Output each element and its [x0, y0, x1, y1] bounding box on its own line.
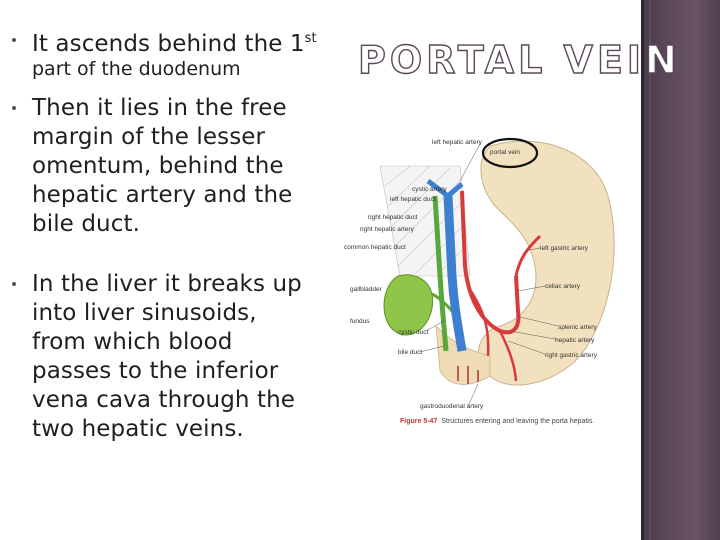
- bullet-text-line: vena cava through the: [32, 387, 296, 413]
- bullet-text: Then it lies in the free margin of the l…: [32, 94, 292, 239]
- label-gastroduodenal-artery: gastroduodenal artery: [420, 403, 484, 410]
- portal-vein-vessel: [443, 195, 467, 352]
- label-right-hepatic-artery: right hepatic artery: [360, 226, 415, 233]
- label-cystic-duct: cystic duct: [398, 329, 429, 336]
- bullet-text-line: omentum, behind the: [32, 153, 284, 179]
- figure-caption-number: Figure 5-47: [400, 418, 437, 425]
- label-fundus: fundus: [350, 318, 370, 325]
- bile-duct-vessel: [432, 195, 449, 352]
- bullet-text-line: passes to the inferior: [32, 358, 279, 384]
- bullet-text-line: part of the duodenum: [32, 58, 241, 80]
- bullet-icon: [12, 282, 16, 286]
- portal-vein-highlight: [481, 137, 539, 169]
- bullet-text-line: In the liver it breaks up: [32, 271, 302, 297]
- bullet-text-line: hepatic artery and the: [32, 182, 293, 208]
- bullet-icon: [12, 38, 16, 42]
- label-portal-vein: portal vein: [490, 149, 520, 156]
- figure-caption-text: Structures entering and leaving the port…: [441, 418, 594, 425]
- label-left-gastric-artery: left gastric artery: [540, 245, 589, 252]
- bullet-text: It ascends behind the 1st: [32, 24, 317, 59]
- label-gallbladder: gallbladder: [350, 286, 383, 293]
- superscript: st: [304, 31, 317, 46]
- label-splenic-artery: splenic artery: [558, 324, 597, 331]
- bullet-icon: [12, 106, 16, 110]
- figure-caption: Figure 5-47 Structures entering and leavi…: [400, 418, 594, 425]
- label-right-hepatic-duct: right hepatic duct: [368, 214, 418, 221]
- bullet-text-line: margin of the lesser: [32, 124, 266, 150]
- label-left-hepatic-duct: left hepatic duct: [390, 196, 436, 203]
- bullet-text-line: two hepatic veins.: [32, 416, 244, 442]
- label-common-hepatic-duct: common hepatic duct: [344, 244, 406, 251]
- label-bile-duct: bile duct: [398, 349, 422, 356]
- label-celiac-artery: celiac artery: [545, 283, 581, 290]
- label-left-hepatic-artery: left hepatic artery: [432, 139, 483, 146]
- bullet-text-line: into liver sinusoids,: [32, 300, 257, 326]
- hepatic-artery-vessel: [460, 190, 521, 335]
- bullet-text-line: Then it lies in the free: [32, 95, 287, 121]
- bullet-text-line: It ascends behind the 1: [32, 31, 305, 57]
- stomach-shape: [477, 140, 615, 386]
- bullet-text-line: bile duct.: [32, 211, 140, 237]
- gallbladder-shape: [383, 274, 434, 336]
- porta-hepatis-illustration: left hepatic artery portal vein cystic a…: [344, 137, 615, 425]
- label-right-gastric-artery: right gastric artery: [545, 352, 598, 359]
- label-hepatic-artery: hepatic artery: [555, 337, 595, 344]
- label-cystic-artery: cystic artery: [412, 186, 447, 193]
- bullet-text: In the liver it breaks up into liver sin…: [32, 270, 302, 444]
- decorative-side-strip: [641, 0, 720, 540]
- slide-title: PORTAL VEIN: [357, 37, 681, 82]
- liver-region: [379, 165, 471, 277]
- bullet-text-line: from which blood: [32, 329, 233, 355]
- anatomy-figure: left hepatic artery portal vein cystic a…: [340, 126, 640, 436]
